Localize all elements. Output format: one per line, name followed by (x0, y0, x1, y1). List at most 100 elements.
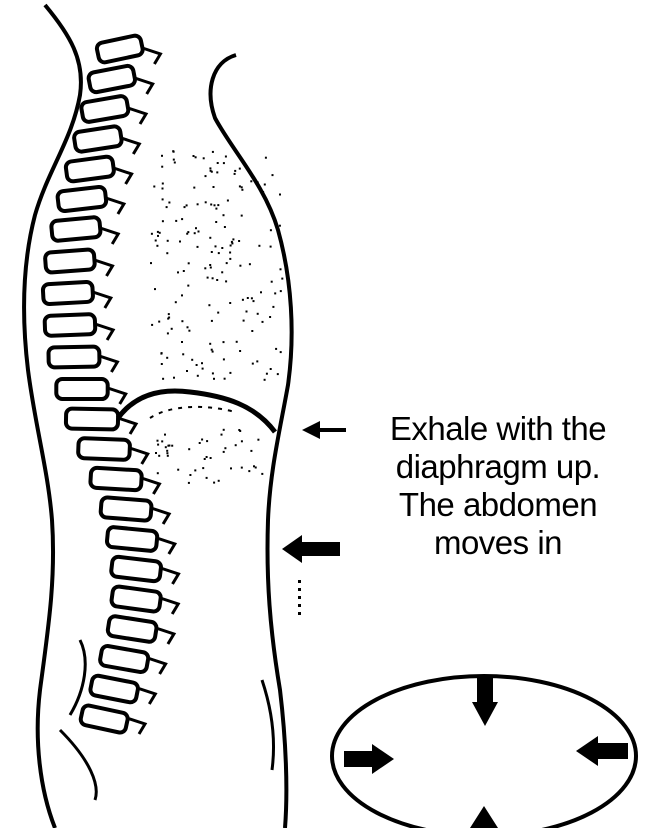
stipple-dot (252, 363, 254, 365)
stipple-dot (210, 204, 212, 206)
stipple-dot (197, 203, 199, 205)
vertebra-process (95, 260, 113, 276)
spine (43, 35, 179, 734)
caption-line-3: The abdomen (352, 486, 644, 524)
stipple-dot (161, 440, 163, 442)
stipple-dot (266, 373, 268, 375)
vertebra (65, 156, 114, 182)
stipple-dot (223, 341, 225, 343)
stipple-dot (188, 262, 190, 264)
stipple-dot (194, 232, 196, 234)
stipple-dot (221, 247, 223, 249)
caption: Exhale with the diaphragm up. The abdome… (352, 410, 644, 562)
stipple-dot (298, 604, 301, 607)
stipple-dot (264, 184, 266, 186)
vertebra (88, 65, 136, 93)
stipple-dot (167, 455, 169, 457)
stipple-dot (279, 225, 281, 227)
stipple-dot (265, 157, 267, 159)
stipple-dot (212, 351, 214, 353)
stipple-dot (181, 218, 183, 220)
stipple-dot (206, 440, 208, 442)
vertebra-process (99, 356, 117, 372)
stipple-dot (215, 245, 217, 247)
stipple-dot (189, 474, 191, 476)
vertebra-process (141, 478, 159, 494)
stipple-dot (162, 183, 164, 185)
stipple-dot (162, 378, 164, 380)
arrow-right-icon (344, 744, 394, 774)
stipple-dot (198, 231, 200, 233)
stipple-dot (207, 277, 209, 279)
vertebra (111, 556, 162, 582)
stipple-dot (223, 429, 225, 431)
stipple-dot (195, 227, 197, 229)
arrow-left-icon (576, 736, 628, 766)
vertebra-process (121, 138, 139, 154)
stipple-dot (209, 264, 211, 266)
stipple-dot (208, 304, 210, 306)
arrow-left-icon (302, 421, 346, 439)
stipple-dot (232, 238, 234, 240)
stipple-dot (187, 326, 189, 328)
vertebra-process (135, 78, 153, 94)
stipple-dot (162, 220, 164, 222)
stipple-dot (280, 351, 282, 353)
stipple-dot (256, 360, 258, 362)
stipple-dot (202, 368, 204, 370)
stipple-dot (209, 237, 211, 239)
stipple-dot (203, 157, 205, 159)
stipple-dot (247, 297, 249, 299)
vertebra (90, 468, 142, 491)
vertebra (107, 615, 157, 642)
vertebra-process (95, 324, 113, 340)
stipple-dot (205, 175, 207, 177)
front-outline-lower (262, 680, 274, 770)
stipple-dot (161, 166, 163, 168)
stipple-dot (229, 252, 231, 254)
stipple-dot (216, 171, 218, 173)
vertebra-process (108, 388, 126, 404)
stipple-dot (166, 450, 168, 452)
stipple-dot (249, 263, 251, 265)
stipple-dot (181, 294, 183, 296)
vertebra-process (130, 448, 148, 464)
stipple-dot (177, 469, 179, 471)
vertebra (57, 186, 107, 211)
stipple-dot (201, 362, 203, 364)
vertebra (45, 249, 95, 273)
stipple-dot (230, 467, 232, 469)
stipple-dot (161, 155, 163, 157)
vertebra-process (157, 538, 175, 554)
vertebra (45, 314, 96, 336)
stipple-dot (225, 156, 227, 158)
vertebra-process (148, 658, 166, 674)
stipple-dot (159, 232, 161, 234)
stipple-dot (257, 313, 259, 315)
stipple-dot (223, 451, 225, 453)
stipple-dot (182, 353, 184, 355)
stipple-dot (193, 187, 195, 189)
stipple-dot (264, 379, 266, 381)
stipple-dot (171, 328, 173, 330)
vertebra-process (142, 48, 160, 64)
stipple-dot (211, 251, 213, 253)
stipple-dot (213, 378, 215, 380)
vertebra-process (161, 568, 179, 584)
stipple-dot (257, 181, 259, 183)
stipple-dot (215, 221, 217, 223)
diaphragm-inner (150, 407, 235, 418)
stipple-dot (241, 467, 243, 469)
stipple-dot (175, 301, 177, 303)
vertebra-process (118, 418, 136, 434)
back-outline (24, 5, 81, 828)
front-outline (211, 55, 292, 828)
stipple-dot (167, 445, 169, 447)
stipple-dot (242, 299, 244, 301)
arrow-left-icon (282, 535, 340, 563)
stipple-dot (251, 330, 253, 332)
stipple-dot (281, 278, 283, 280)
stipple-dot (167, 332, 169, 334)
stipple-dot (234, 173, 236, 175)
vertebra (96, 35, 144, 64)
